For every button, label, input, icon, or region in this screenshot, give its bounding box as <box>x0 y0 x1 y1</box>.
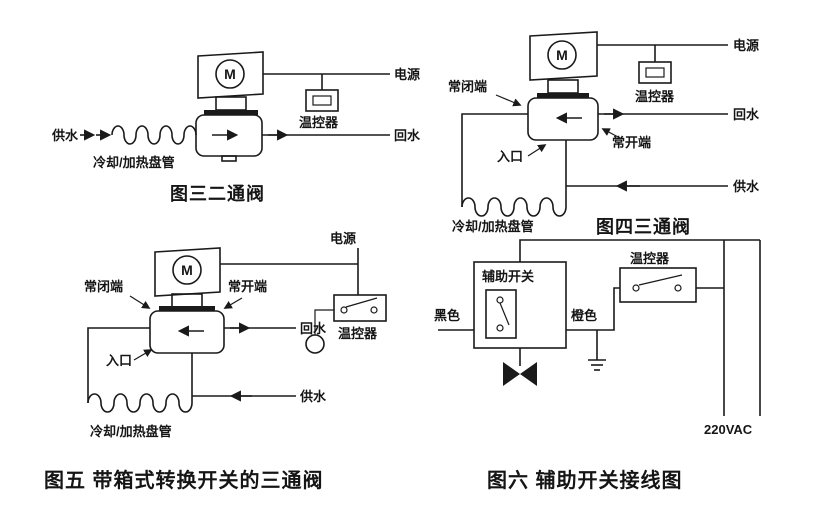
fig5-junction-wire <box>314 309 334 335</box>
fig3-supply-label: 供水 <box>51 128 79 143</box>
fig6-thermostat-label: 温控器 <box>630 251 670 266</box>
fig6-top-feed-wire <box>519 239 760 262</box>
fig6-aux-switch-wiring-diagram: 辅助开关 黑色 橙色 温控器 220VAC 图六 辅助开关接线图 <box>434 239 761 492</box>
fig6-valve-symbol <box>503 348 537 386</box>
fig3-caption: 图三二通阀 <box>170 183 265 204</box>
fig3-two-way-valve-diagram: M 电源 温控器 回水 供水 冷却/加热盘管 图三二通阀 <box>51 51 421 204</box>
fig4-valve-flange <box>537 93 589 98</box>
fig6-thermostat-box <box>619 267 697 303</box>
fig4-power-label: 电源 <box>733 38 759 53</box>
fig5-actuator-box <box>154 247 221 297</box>
fig5-nc-pipe <box>87 327 150 403</box>
fig5-heating-coil <box>87 393 193 413</box>
fig3-thermostat-label: 温控器 <box>299 115 339 130</box>
fig5-inlet-leader-arrow <box>133 349 153 361</box>
fig6-orange-wire <box>566 287 620 331</box>
fig3-return-label: 回水 <box>394 128 421 143</box>
fig5-valve-body <box>149 310 225 354</box>
fig5-caption: 图五 带箱式转换开关的三通阀 <box>44 468 324 492</box>
fig5-nc-leader-arrow <box>129 295 151 309</box>
fig6-aux-terminal-bottom <box>496 324 504 332</box>
fig5-power-label: 电源 <box>330 231 356 246</box>
fig6-aux-switch-label: 辅助开关 <box>482 269 534 284</box>
fig4-three-way-valve-diagram: M 电源 温控器 常闭端 回水 常开端 入口 供水 冷却/加热盘管 图四三通阀 <box>448 31 760 237</box>
fig3-motor-letter: M <box>224 66 236 82</box>
fig5-switch-terminal-left <box>340 306 348 314</box>
fig3-coil-label: 冷却/加热盘管 <box>93 155 175 170</box>
fig3-thermostat-symbol <box>312 95 332 106</box>
fig6-black-wire-label: 黑色 <box>434 308 460 323</box>
fig3-motor-circle <box>215 59 245 89</box>
fig3-thermostat-box <box>305 89 339 112</box>
fig5-junction-circle <box>305 334 325 354</box>
fig6-aux-terminal-top <box>496 296 504 304</box>
fig4-thermostat-label: 温控器 <box>635 89 675 104</box>
fig4-valve-body <box>527 97 599 141</box>
fig5-motor-circle <box>172 255 202 285</box>
fig4-coil-label: 冷却/加热盘管 <box>452 219 534 234</box>
fig5-supply-label: 供水 <box>299 389 327 404</box>
fig5-switch-blade <box>345 297 378 308</box>
fig5-inlet-label: 入口 <box>106 353 132 368</box>
fig4-nc-port-label: 常闭端 <box>448 79 487 94</box>
fig3-actuator-box <box>197 51 264 99</box>
fig4-thermostat-box <box>638 61 672 84</box>
fig6-thermostat-terminal-left <box>632 284 640 292</box>
fig4-actuator-box <box>529 31 598 81</box>
fig5-no-leader-arrow <box>223 297 243 309</box>
fig5-no-port-label: 常开端 <box>228 279 267 294</box>
fig6-caption: 图六 辅助开关接线图 <box>487 468 683 492</box>
fig5-thermostat-box <box>333 294 387 322</box>
fig4-inlet-label: 入口 <box>497 149 523 164</box>
fig4-thermostat-symbol <box>645 67 665 78</box>
fig5-nc-port-label: 常闭端 <box>84 279 123 294</box>
fig5-coil-label: 冷却/加热盘管 <box>90 424 172 439</box>
fig4-supply-label: 供水 <box>732 179 760 194</box>
fig6-voltage-label: 220VAC <box>704 422 753 437</box>
fig4-inlet-leader-arrow <box>527 144 547 157</box>
fig5-motor-letter: M <box>181 262 193 278</box>
fig4-no-port-label: 常开端 <box>612 135 651 150</box>
fig6-orange-wire-label: 橙色 <box>571 308 597 323</box>
fig5-valve-mount <box>171 293 203 308</box>
fig5-return-label: 回水 <box>300 321 327 336</box>
fig4-valve-mount <box>547 79 579 94</box>
fig6-ground-symbol <box>588 330 606 371</box>
fig4-return-label: 回水 <box>733 107 760 122</box>
fig3-valve-flange <box>204 110 258 115</box>
fig4-motor-circle <box>547 40 577 70</box>
fig4-no-leader-arrow <box>601 128 621 139</box>
fig5-three-way-valve-switch-diagram: 电源 M 温控器 常闭端 常开端 回水 入口 供水 冷却/加热盘管 <box>44 231 387 492</box>
fig5-valve-flange <box>159 306 215 311</box>
fig4-caption: 图四三通阀 <box>596 216 691 237</box>
fig6-thermostat-blade <box>638 274 683 286</box>
fig5-switch-terminal-right <box>370 306 378 314</box>
fig3-valve-mount <box>215 96 247 111</box>
fig5-thermostat-label: 温控器 <box>338 326 378 341</box>
fig3-power-label: 电源 <box>394 67 420 82</box>
fig4-nc-pipe <box>461 113 528 207</box>
fig3-heating-coil <box>111 125 197 145</box>
fig4-motor-letter: M <box>556 47 568 63</box>
fig3-valve-stub <box>221 155 237 162</box>
fig6-thermostat-terminal-right <box>674 284 682 292</box>
fig6-aux-switch-inner-box <box>485 289 517 339</box>
fig4-nc-leader-arrow <box>495 94 522 107</box>
fig6-aux-switch-blade <box>499 302 510 326</box>
fig4-heating-coil <box>461 197 567 217</box>
